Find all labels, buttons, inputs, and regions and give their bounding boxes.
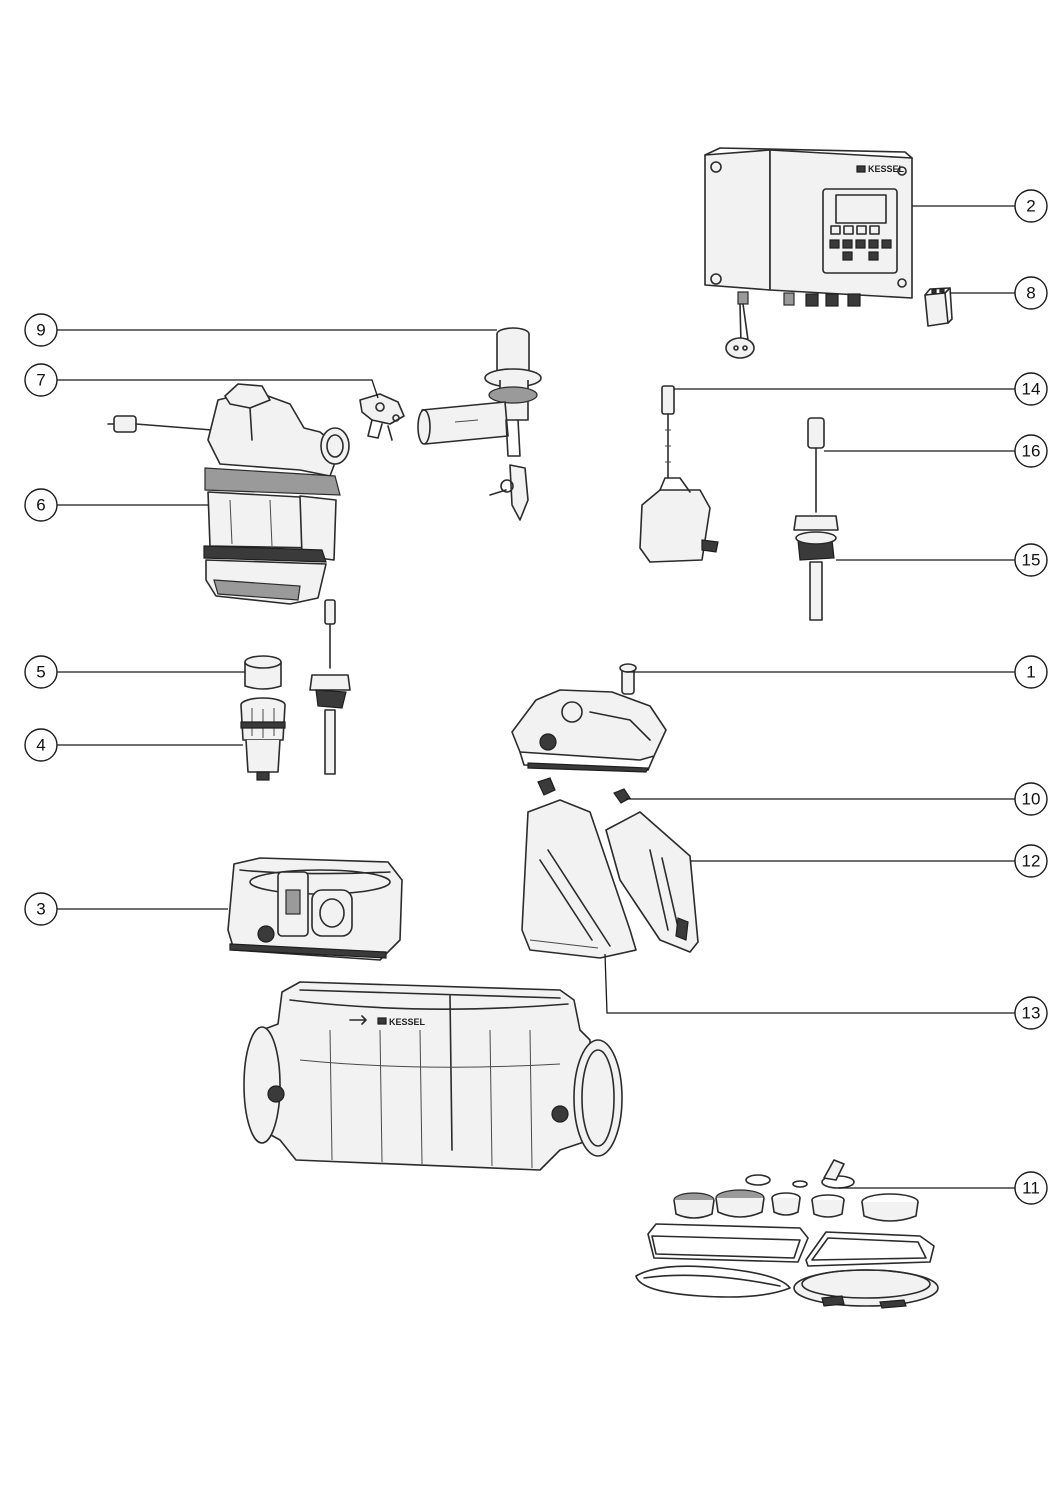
callout-14: 14 xyxy=(1014,372,1048,406)
callout-15: 15 xyxy=(1014,543,1048,577)
callout-number: 5 xyxy=(36,663,45,682)
filter-cartridge-part xyxy=(240,697,286,781)
callout-number: 2 xyxy=(1026,197,1035,216)
leader-line-13 xyxy=(604,953,1031,1014)
brand-logo-control-unit: KESSEL xyxy=(868,164,905,174)
callout-8: 8 xyxy=(1014,276,1048,310)
callout-7: 7 xyxy=(24,363,58,397)
callout-number: 13 xyxy=(1022,1004,1041,1023)
callout-number: 6 xyxy=(36,496,45,515)
callout-number: 3 xyxy=(36,900,45,919)
control-unit-part: KESSEL xyxy=(704,147,913,359)
float-switch-part xyxy=(417,327,542,521)
callout-13: 13 xyxy=(1014,996,1048,1030)
callout-number: 14 xyxy=(1022,380,1041,399)
callout-number: 10 xyxy=(1022,790,1041,809)
flap-part xyxy=(605,811,699,953)
callout-number: 12 xyxy=(1022,852,1041,871)
sensor-box-part xyxy=(639,385,719,563)
callout-number: 15 xyxy=(1022,551,1041,570)
callout-16: 16 xyxy=(1014,434,1048,468)
leader-line-7 xyxy=(41,379,379,399)
callout-number: 1 xyxy=(1026,663,1035,682)
callout-number: 16 xyxy=(1022,442,1041,461)
bracket-clip-part xyxy=(359,393,405,441)
small-clip-part xyxy=(537,777,631,804)
cap-part xyxy=(244,655,282,690)
callout-number: 11 xyxy=(1022,1179,1040,1198)
seal-kit-part xyxy=(635,1159,939,1309)
level-probe-part xyxy=(309,599,351,775)
callout-number: 4 xyxy=(36,736,45,755)
flap-frame-part xyxy=(521,799,637,959)
tank-body-part: KESSEL xyxy=(243,981,623,1171)
callout-10: 10 xyxy=(1014,782,1048,816)
pump-housing-part xyxy=(227,857,403,961)
callout-3: 3 xyxy=(24,892,58,926)
callout-11: 11 xyxy=(1014,1171,1048,1205)
callout-number: 8 xyxy=(1026,284,1035,303)
callout-5: 5 xyxy=(24,655,58,689)
inspection-lid-part xyxy=(511,663,667,773)
callout-number: 9 xyxy=(36,321,45,340)
brand-logo-tank: KESSEL xyxy=(389,1017,426,1027)
callout-number: 7 xyxy=(36,371,45,390)
callout-2: 2 xyxy=(1014,189,1048,223)
probe-with-plug-part xyxy=(793,417,839,621)
callout-1: 1 xyxy=(1014,655,1048,689)
callout-6: 6 xyxy=(24,488,58,522)
callout-4: 4 xyxy=(24,728,58,762)
battery-part xyxy=(924,287,953,327)
callout-12: 12 xyxy=(1014,844,1048,878)
pump-part xyxy=(107,383,350,605)
callout-9: 9 xyxy=(24,313,58,347)
